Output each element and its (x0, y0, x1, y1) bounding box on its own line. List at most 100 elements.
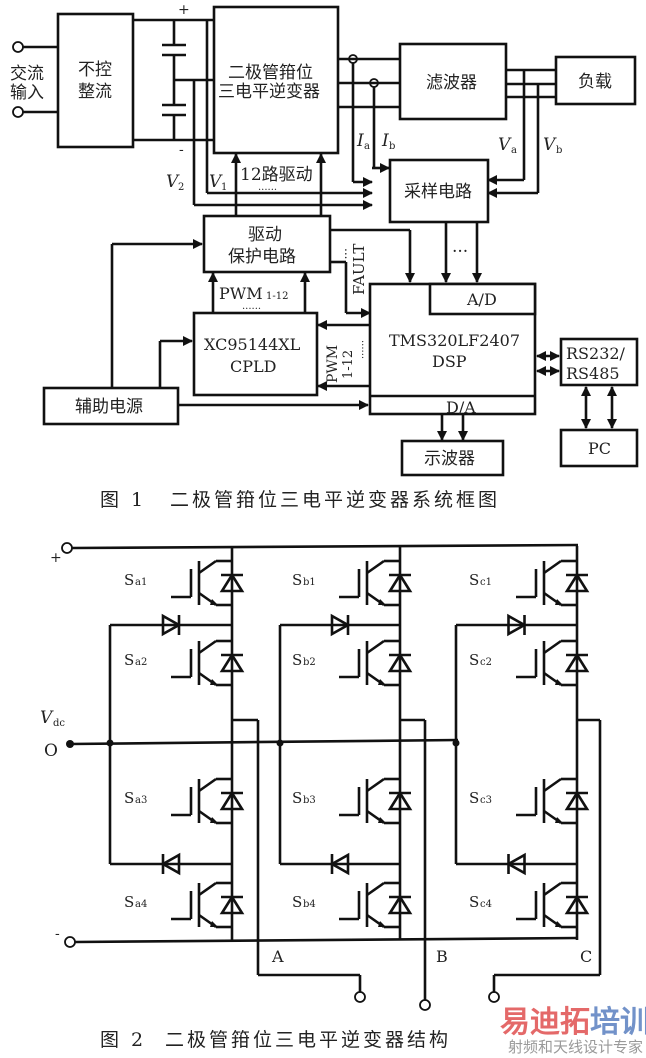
svg-text:a3: a3 (135, 795, 147, 806)
svg-text:a1: a1 (135, 577, 147, 588)
dsp-label: TMS320LF2407 (389, 331, 520, 350)
svg-text:1-12: 1-12 (341, 350, 356, 379)
sampling-block (388, 158, 490, 224)
rectifier-label: 不控 (78, 60, 112, 80)
pc-label: PC (588, 439, 611, 458)
vb-label: V (543, 135, 557, 155)
ac-input-label-2: 输入 (10, 83, 44, 103)
clamp-diode-b-lower-icon (329, 852, 350, 876)
svg-text:......: ...... (258, 182, 277, 193)
switch-c4-diode-icon (564, 894, 590, 915)
dc-plus-label: + (178, 2, 190, 18)
svg-text:1-12: 1-12 (266, 291, 288, 302)
plus-label: + (50, 550, 62, 566)
dc-plus-terminal (61, 542, 73, 554)
ib-label: I (381, 131, 389, 151)
ia-label: I (356, 131, 364, 151)
switch-b4-label: S (292, 893, 302, 911)
dc-minus-label: - (179, 142, 184, 158)
junction-dot (452, 739, 460, 747)
svg-text:......: ...... (242, 301, 261, 312)
output-terminal-b (419, 999, 431, 1011)
clamp-diode-a-lower-icon (160, 852, 181, 876)
inverter-label: 二极管箝位 (228, 63, 313, 83)
figure-1-block-diagram: 交流 输入 不控 整流 + - V 2 V 1 二极管箝 (10, 2, 639, 511)
va-label: V (498, 135, 512, 155)
svg-text:c2: c2 (480, 657, 492, 668)
filter-label: 滤波器 (426, 73, 477, 93)
cpld-block (192, 311, 319, 397)
switch-c3-diode-icon (564, 790, 590, 811)
svg-text:a2: a2 (135, 657, 147, 668)
clamp-diode-c-lower-icon (505, 852, 526, 876)
svg-text:b1: b1 (303, 577, 316, 588)
v2-label: V (166, 172, 180, 192)
svg-text:b: b (389, 141, 395, 152)
switch-a1-label: S (124, 571, 134, 589)
watermark-tagline: 射频和天线设计专家 (508, 1038, 643, 1056)
svg-text:c3: c3 (480, 795, 492, 806)
ac-input-terminal-bottom (12, 106, 24, 118)
sampling-label: 采样电路 (404, 182, 472, 202)
svg-text:2: 2 (178, 182, 184, 193)
figure-2-caption-number: 图 2 (100, 1029, 146, 1051)
switch-b3-diode-icon (387, 790, 413, 811)
svg-text:......: ...... (359, 340, 370, 359)
svg-text:1: 1 (221, 182, 227, 193)
vdc-label: V (40, 708, 54, 728)
switch-a3-diode-icon (219, 790, 245, 811)
aux-power-label: 辅助电源 (75, 397, 143, 417)
switch-a2-label: S (124, 651, 134, 669)
dac-label: D/A (446, 398, 476, 417)
phase-b-label: B (436, 947, 448, 966)
svg-text:...: ... (452, 237, 468, 257)
capacitor-icon (162, 20, 186, 140)
output-terminal-c (488, 991, 500, 1003)
svg-text:...: ... (342, 248, 356, 259)
watermark: 易迪拓 培训 射频和天线设计专家 (500, 1005, 646, 1056)
switch-a3-label: S (124, 789, 134, 807)
driver-label: 驱动 (248, 225, 282, 245)
watermark-brand-2: 培训 (590, 1005, 646, 1040)
svg-text:b: b (556, 145, 562, 156)
phase-c-label: C (580, 947, 592, 966)
cpld-label-2: CPLD (230, 357, 276, 376)
svg-text:a: a (511, 145, 517, 156)
switch-b1-diode-icon (387, 572, 413, 593)
switch-b4-diode-icon (387, 894, 413, 915)
svg-text:dc: dc (53, 718, 65, 729)
clamp-diode-a-upper-icon (161, 613, 182, 637)
figure-2-caption-title: 二极管箝位三电平逆变器结构 (165, 1029, 451, 1051)
adc-label: A/D (466, 290, 497, 309)
watermark-brand: 易迪拓 (500, 1005, 590, 1040)
svg-text:a4: a4 (135, 899, 147, 910)
switch-c1-label: S (469, 571, 479, 589)
switch-c2-diode-icon (564, 652, 590, 673)
comm-label-2: RS485 (566, 364, 620, 383)
oscilloscope-label: 示波器 (424, 449, 475, 469)
svg-text:b2: b2 (303, 657, 316, 668)
svg-text:c1: c1 (480, 577, 492, 588)
junction-dot (276, 739, 284, 747)
driver-label-2: 保护电路 (228, 247, 296, 267)
load-label: 负载 (578, 72, 612, 92)
aux-power-block (42, 386, 180, 426)
junction-dot (106, 739, 114, 747)
switch-c2-label: S (469, 651, 479, 669)
cpld-label: XC95144XL (204, 335, 301, 354)
rectifier-label-2: 整流 (78, 82, 112, 102)
pwm-vertical-label: PWM (325, 345, 341, 383)
inverter-label-2: 三电平逆变器 (218, 82, 320, 102)
filter-block (398, 42, 508, 121)
oscilloscope-block (400, 439, 505, 477)
load-block (554, 55, 637, 106)
figure-1-caption-number: 图 1 (100, 489, 146, 511)
switch-c3-label: S (469, 789, 479, 807)
driver-protection-block (202, 214, 332, 274)
adc-block (428, 282, 537, 316)
figure-1-caption-title: 二极管箝位三电平逆变器系统框图 (170, 489, 500, 511)
clamp-diode-c-upper-icon (507, 613, 528, 637)
pc-block (559, 428, 639, 468)
pwm-label: PWM (219, 284, 263, 303)
switch-b3-label: S (292, 789, 302, 807)
